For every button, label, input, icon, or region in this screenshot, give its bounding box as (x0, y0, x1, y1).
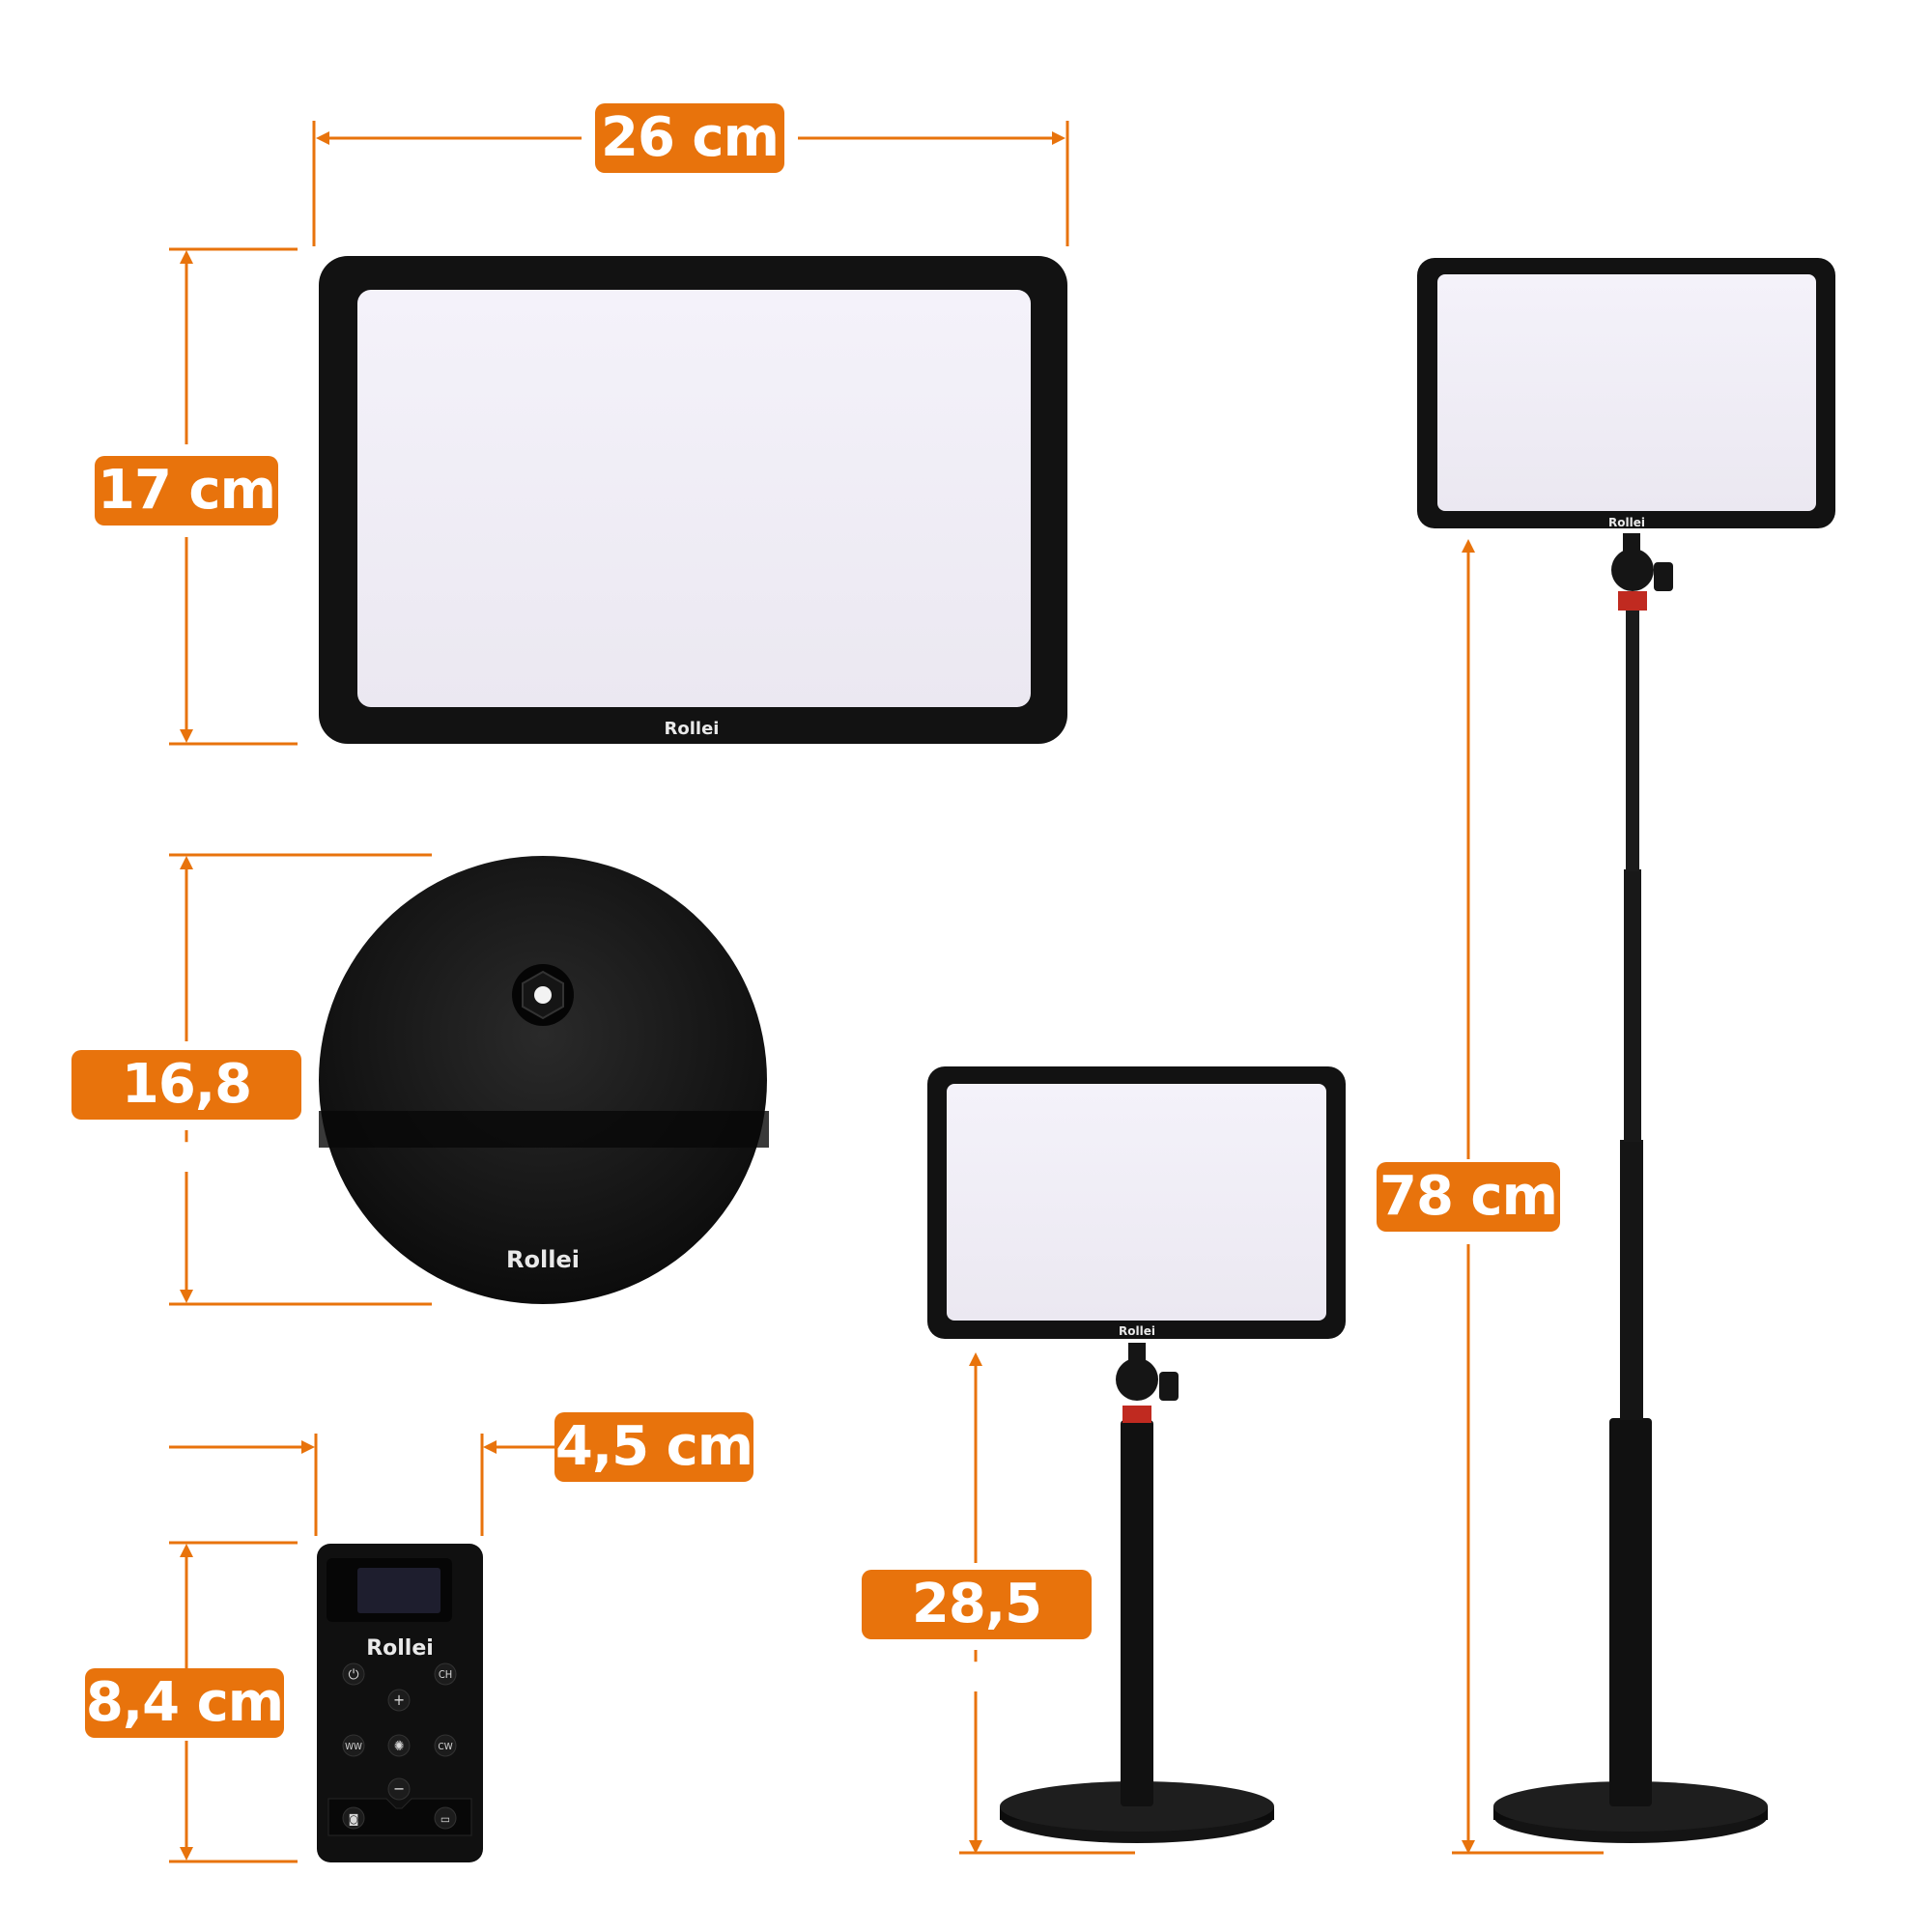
remote-height-label: 8,4 cm (85, 1668, 284, 1738)
remote-width-label: 4,5 cm (554, 1412, 753, 1482)
short-stand-height-label: 28,5 cm (862, 1570, 1092, 1705)
bulb-icon: ✺ (394, 1739, 405, 1754)
panel-width-label: 26 cm (595, 103, 784, 173)
camera-icon: ◙ (349, 1812, 358, 1826)
tall-stand-brand-logo: Rollei (1608, 516, 1645, 529)
short-stand-light: Rollei (927, 1066, 1346, 1843)
remote-button-cw: CW (438, 1742, 452, 1752)
power-icon: ⏻ (348, 1667, 358, 1683)
led-panel-large: Rollei (319, 256, 1067, 744)
remote-control: Rollei ⏻ CH + WW ✺ CW − ◙ ▭ (317, 1544, 483, 1862)
base-brand-logo: Rollei (506, 1246, 580, 1273)
video-icon: ▭ (440, 1812, 450, 1826)
dimension-lines (169, 121, 1604, 1863)
remote-brand-logo: Rollei (366, 1636, 434, 1661)
base-diameter-label: 16,8 cm (71, 1050, 301, 1185)
remote-button-plus: + (393, 1690, 405, 1709)
tall-stand-light: Rollei (1417, 258, 1835, 1843)
panel-height-label: 17 cm (95, 456, 278, 526)
panel-brand-logo: Rollei (665, 719, 720, 739)
remote-button-ww: WW (345, 1742, 362, 1752)
short-stand-brand-logo: Rollei (1119, 1324, 1155, 1338)
remote-button-ch: CH (439, 1668, 452, 1681)
remote-button-minus: − (393, 1779, 405, 1798)
round-base: Rollei (319, 856, 769, 1304)
tall-stand-height-label: 78 cm (1377, 1162, 1560, 1232)
